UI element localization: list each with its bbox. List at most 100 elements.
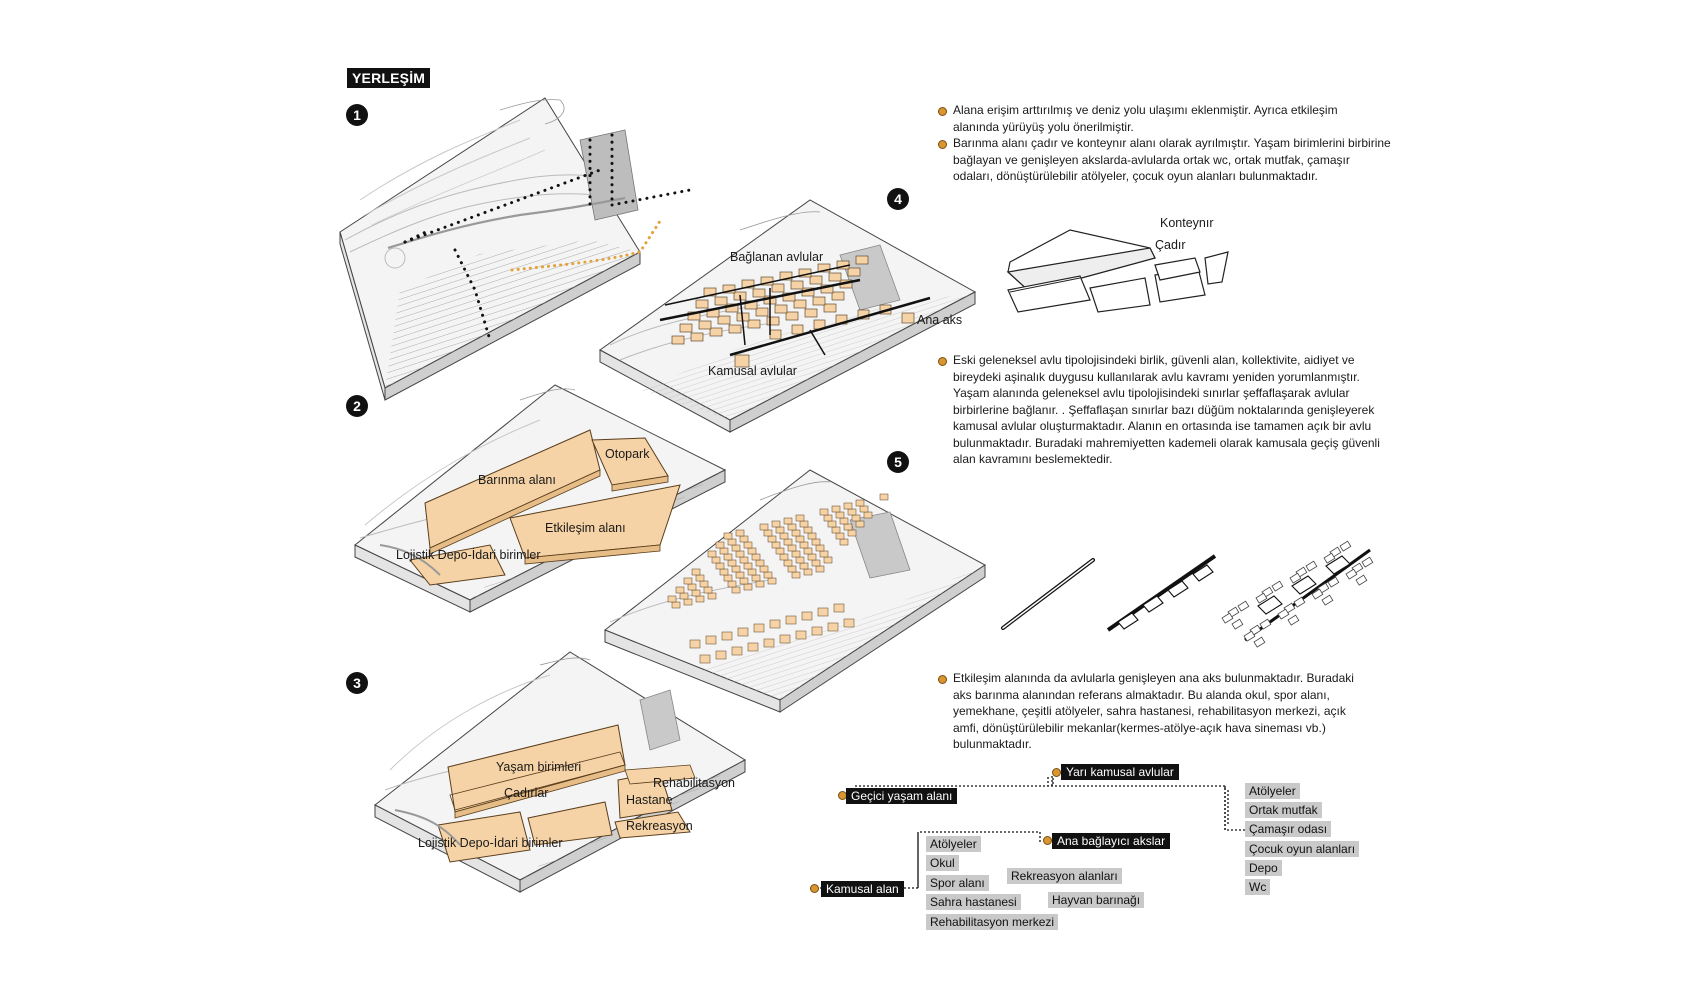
dwelling-unit	[785, 311, 799, 321]
settlement-unit	[691, 568, 701, 576]
settlement-unit	[721, 631, 733, 641]
settlement-unit	[779, 553, 789, 561]
diagram-1-access	[339, 97, 692, 401]
unit-type-legend	[1006, 229, 1229, 313]
tag-yari-kamusal-avlular: Yarı kamusal avlular	[1061, 764, 1179, 780]
axis-node	[1117, 612, 1139, 630]
settlement-unit	[747, 642, 759, 652]
bullet-dot	[938, 357, 947, 366]
label-cadir: Çadır	[1155, 238, 1186, 252]
settlement-unit	[737, 627, 749, 637]
settlement-unit	[859, 505, 869, 513]
tag-gecici-yasam-alani: Geçici yaşam alanı	[846, 788, 958, 804]
settlement-unit	[787, 523, 797, 531]
text-access: Alana erişim arttırılmış ve deniz yolu u…	[953, 103, 1338, 134]
section-heading: YERLEŞİM	[347, 68, 431, 88]
settlement-unit	[843, 502, 853, 510]
settlement-unit	[727, 538, 737, 546]
diagram-2-zones	[354, 384, 727, 613]
settlement-unit	[743, 541, 753, 549]
settlement-unit	[807, 532, 817, 540]
settlement-unit	[863, 511, 873, 519]
dwelling-unit	[755, 307, 769, 317]
settlement-unit	[815, 565, 825, 573]
dwelling-unit	[717, 315, 731, 325]
step-number-1: 1	[346, 104, 368, 126]
public-function-item: Spor alanı	[926, 875, 989, 891]
courtyard-cell	[1293, 596, 1306, 608]
settlement-unit	[807, 553, 817, 561]
settlement-unit	[747, 547, 757, 555]
courtyard-cell	[1221, 612, 1234, 624]
settlement-unit	[767, 577, 777, 585]
bullet-dot	[938, 675, 947, 684]
settlement-unit	[855, 520, 865, 528]
label-hastane: Hastane	[626, 793, 673, 807]
settlement-unit	[763, 638, 775, 648]
tag-ana-baglayici-akslar: Ana bağlayıcı akslar	[1052, 833, 1171, 849]
settlement-unit	[787, 565, 797, 573]
courtyard-cell	[1339, 540, 1352, 552]
courtyard-cell	[1361, 556, 1374, 568]
settlement-unit	[783, 538, 793, 546]
diagram-4-courtyards	[599, 199, 977, 433]
shelter-function-item: Çocuk oyun alanları	[1245, 841, 1360, 857]
settlement-unit	[803, 568, 813, 576]
courtyard-cell	[1289, 572, 1302, 584]
settlement-unit	[671, 601, 681, 609]
dwelling-unit	[771, 283, 785, 293]
settlement-unit	[699, 654, 711, 664]
step-number-5: 5	[887, 451, 909, 473]
settlement-unit	[811, 538, 821, 546]
settlement-unit	[823, 514, 833, 522]
label-etkilesim-alani: Etkileşim alanı	[545, 521, 626, 535]
shelter-function-item: Depo	[1245, 860, 1282, 876]
settlement-unit	[707, 592, 717, 600]
settlement-unit	[727, 559, 737, 567]
label-baglanan-avlular: Bağlanan avlular	[730, 250, 824, 264]
courtyard-cell	[1255, 592, 1268, 604]
settlement-unit	[763, 529, 773, 537]
bullet-dot	[1052, 768, 1061, 777]
settlement-unit	[731, 544, 741, 552]
settlement-unit	[801, 611, 813, 621]
courtyard-cell	[1271, 580, 1284, 592]
label-lojistik-3: Lojistik Depo-İdari birimler	[418, 836, 563, 850]
dwelling-unit	[791, 324, 804, 335]
recreation-function-item: Hayvan barınağı	[1048, 892, 1145, 908]
axis-node	[1291, 575, 1317, 595]
courtyard-cell	[1311, 588, 1324, 600]
dwelling-unit	[769, 329, 782, 340]
settlement-unit	[835, 511, 845, 519]
public-function-item: Okul	[926, 855, 959, 871]
text-interaction: Etkileşim alanında da avlularla genişley…	[953, 671, 1354, 751]
settlement-unit	[811, 559, 821, 567]
courtyard-cell	[1259, 618, 1272, 630]
settlement-unit	[735, 550, 745, 558]
courtyard-cell	[1237, 600, 1250, 612]
settlement-unit	[731, 565, 741, 573]
settlement-unit	[787, 544, 797, 552]
settlement-unit	[767, 535, 777, 543]
settlement-unit	[753, 623, 765, 633]
dwelling-unit	[809, 275, 823, 285]
settlement-unit	[803, 526, 813, 534]
settlement-unit	[803, 547, 813, 555]
settlement-unit	[751, 553, 761, 561]
dwelling-unit	[812, 296, 826, 306]
courtyard-cell	[1277, 608, 1290, 620]
dwelling-unit	[831, 291, 845, 301]
courtyard-cell	[1345, 568, 1358, 580]
dwelling-unit	[828, 272, 842, 282]
settlement-unit	[799, 541, 809, 549]
settlement-unit	[827, 520, 837, 528]
label-lojistik-2: Lojistik Depo-İdari birimler	[396, 548, 541, 562]
settlement-unit	[719, 568, 729, 576]
dwelling-unit	[741, 279, 755, 289]
axis-node	[1257, 595, 1283, 615]
settlement-unit	[743, 583, 753, 591]
courtyard-cell	[1327, 576, 1340, 588]
settlement-unit	[847, 508, 857, 516]
settlement-unit	[795, 556, 805, 564]
settlement-unit	[795, 535, 805, 543]
